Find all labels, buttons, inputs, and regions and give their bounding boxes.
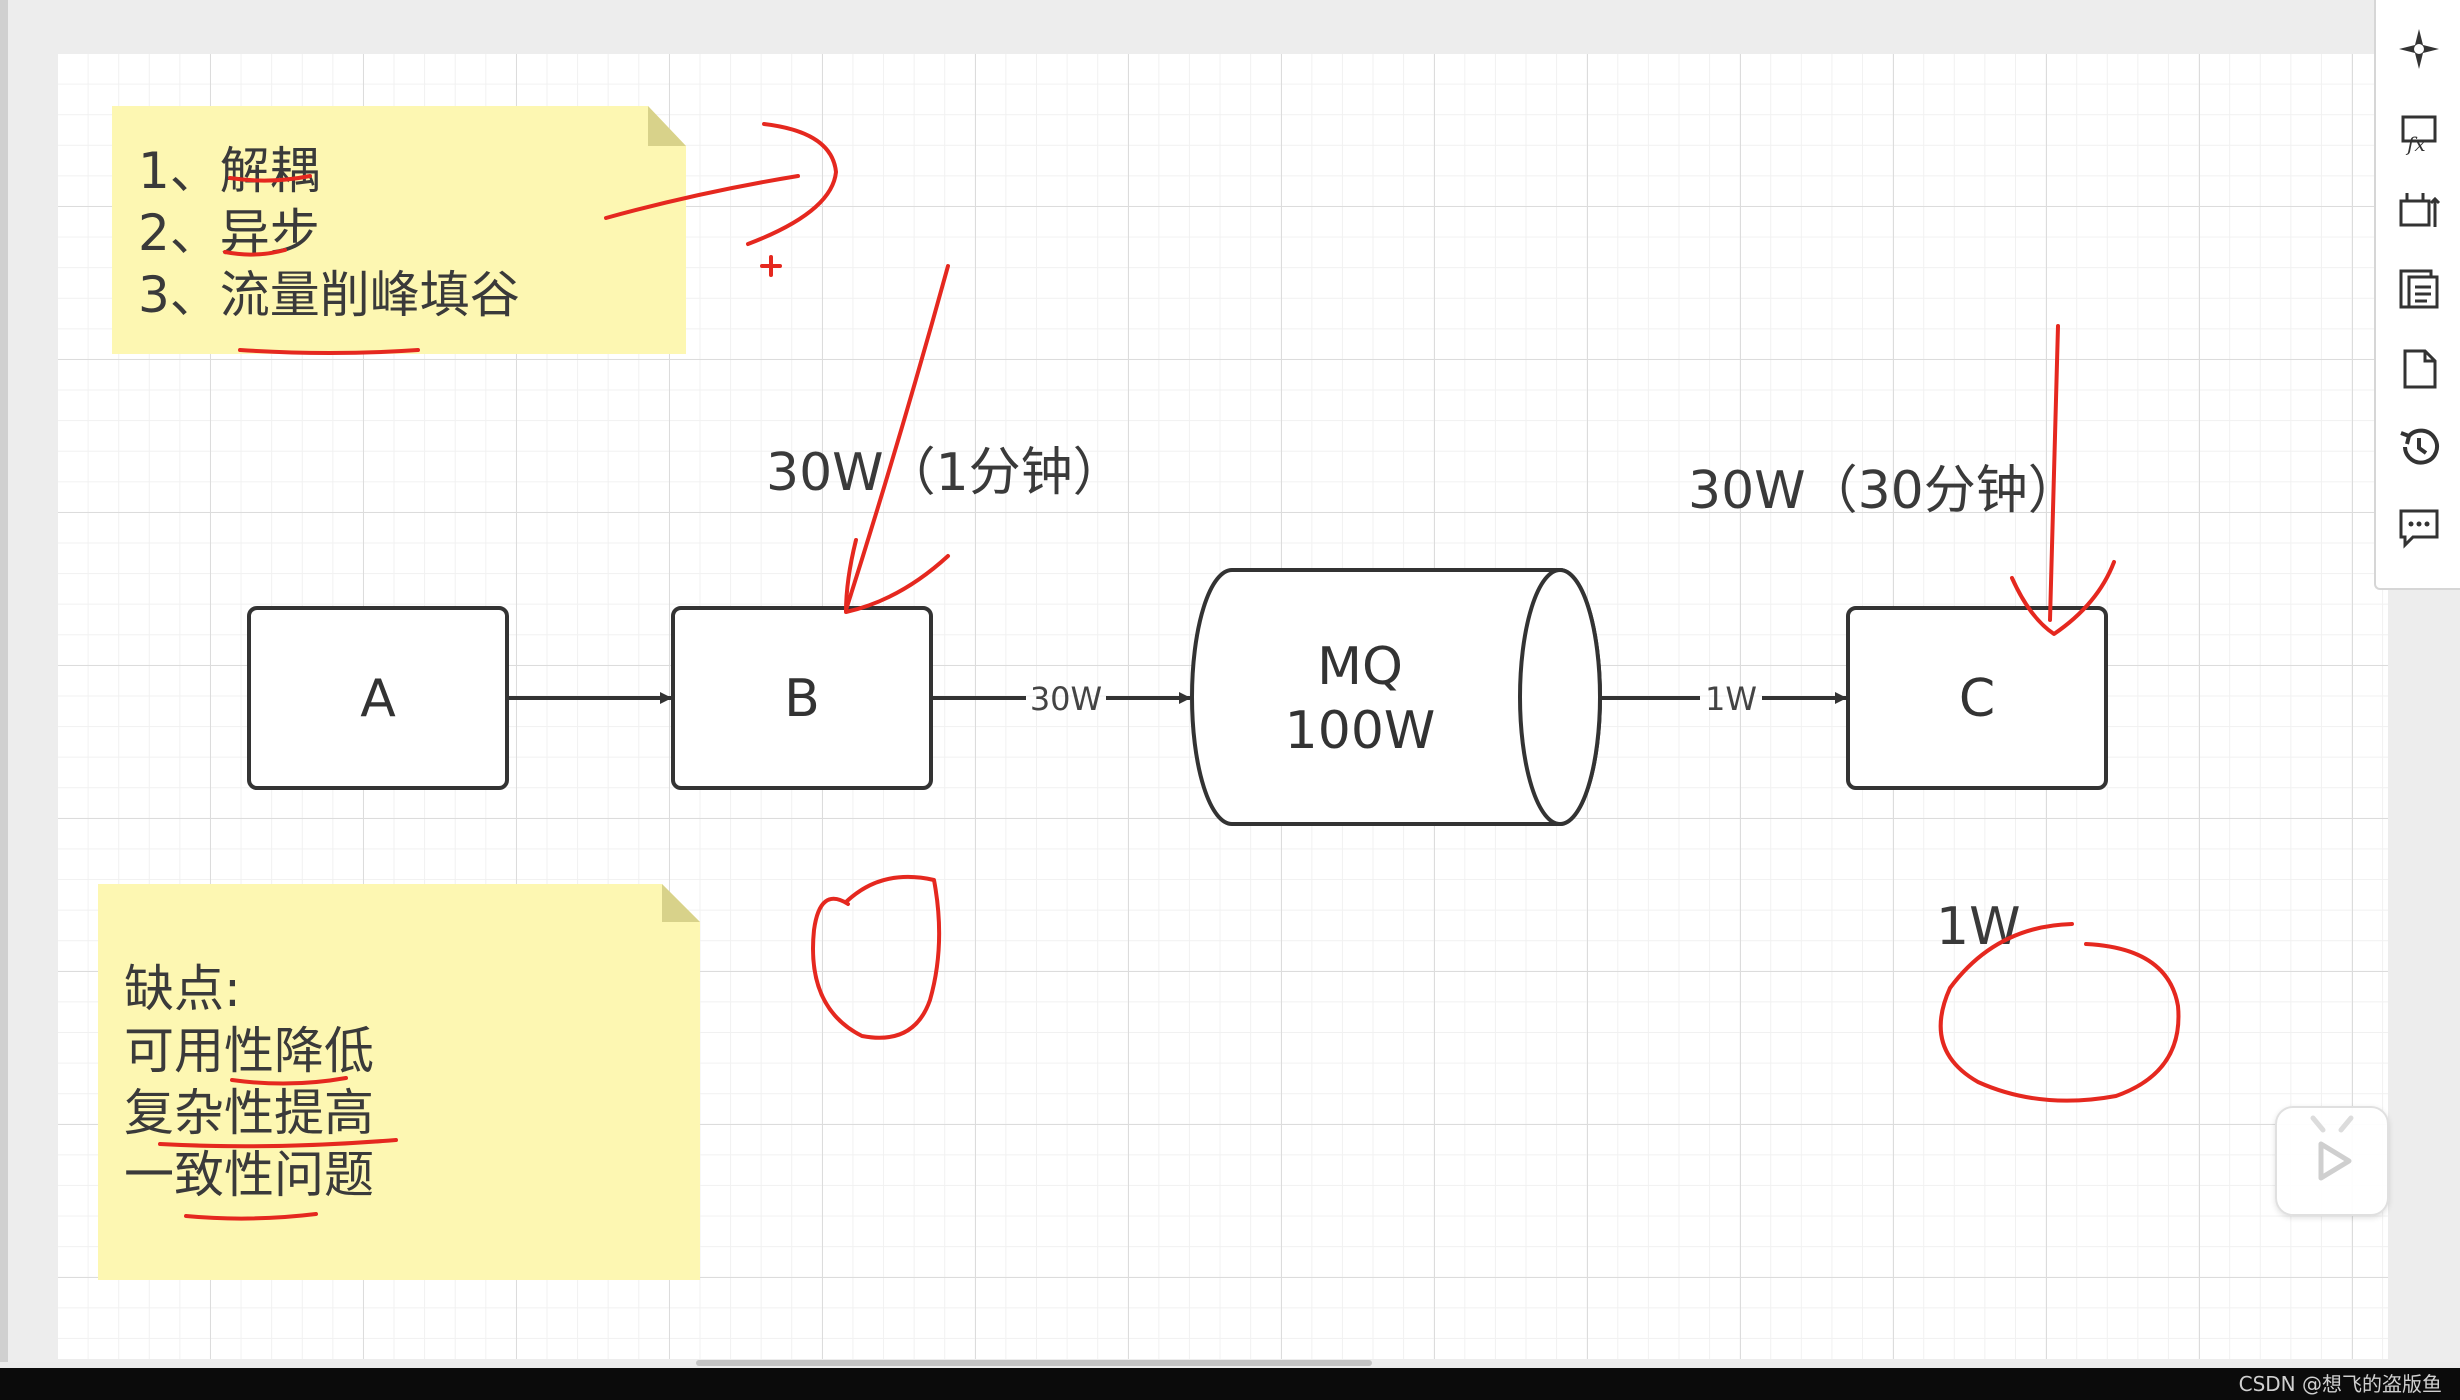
note-advantages-line: 3、流量削峰填谷 xyxy=(138,266,520,324)
note-disadvantages[interactable]: 缺点: 可用性降低 复杂性提高 一致性问题 xyxy=(98,884,700,1280)
pen-arrow-shaft xyxy=(844,264,950,612)
pen-arrow-head xyxy=(2010,560,2116,636)
pen-arrow-shaft xyxy=(604,174,800,220)
node-a[interactable]: A xyxy=(247,606,509,790)
pen-arrow-shaft xyxy=(2048,324,2060,622)
node-b-box xyxy=(671,606,933,790)
edge-mq-to-c-label: 1W xyxy=(1705,680,1757,718)
navigate-icon[interactable] xyxy=(2390,20,2448,78)
pen-annotations xyxy=(158,122,2181,1221)
note-disadvantages-line: 可用性降低 xyxy=(124,1022,374,1080)
pen-underline xyxy=(228,174,312,183)
note-disadvantages-line: 复杂性提高 xyxy=(124,1084,374,1142)
edge-b-to-mq[interactable]: 30W xyxy=(933,680,1191,718)
mq-cylinder-end xyxy=(1518,568,1602,826)
node-b[interactable]: B xyxy=(671,606,933,790)
pen-arrow-head xyxy=(746,122,838,246)
edge-mq-to-c[interactable]: 1W xyxy=(1602,680,1847,718)
svg-text:fx: fx xyxy=(2405,132,2426,155)
note-advantages[interactable]: 1、解耦 2、异步 3、流量削峰填谷 xyxy=(112,106,686,354)
node-b-label: B xyxy=(784,669,820,729)
node-c-label: C xyxy=(1959,669,1995,729)
c-capacity-label[interactable]: 1W xyxy=(1936,897,2021,957)
resize-icon[interactable] xyxy=(2390,182,2448,240)
history-icon[interactable] xyxy=(2390,418,2448,476)
play-button[interactable] xyxy=(2275,1106,2389,1216)
note-advantages-body xyxy=(112,106,686,354)
pen-underline xyxy=(184,1212,318,1221)
pen-underline xyxy=(230,1076,348,1086)
horizontal-scrollbar[interactable] xyxy=(696,1360,1372,1366)
play-icon xyxy=(2310,1115,2354,1181)
pen-underline xyxy=(158,1138,398,1149)
watermark: CSDN @想飞的盗版鱼 xyxy=(2238,1372,2442,1396)
pen-circle xyxy=(811,874,942,1040)
b-throughput-label[interactable]: 30W（1分钟） xyxy=(766,443,1125,503)
node-c[interactable]: C xyxy=(1846,606,2108,790)
pen-circle xyxy=(1938,922,2181,1103)
note-disadvantages-line: 缺点: xyxy=(124,960,241,1018)
note-advantages-line: 1、解耦 xyxy=(138,142,320,200)
right-toolbar: fx xyxy=(2374,0,2460,590)
pen-plus-mark xyxy=(760,255,782,277)
node-a-label: A xyxy=(360,669,396,729)
node-a-box xyxy=(247,606,509,790)
pen-underline xyxy=(223,248,287,257)
node-mq-capacity: 100W xyxy=(1285,701,1436,761)
diagram-layer: 1、解耦 2、异步 3、流量削峰填谷 缺点: 可用性降低 复杂性提高 一致性问题… xyxy=(98,106,2181,1280)
formula-icon[interactable]: fx xyxy=(2390,104,2448,162)
node-mq-label: MQ xyxy=(1317,637,1403,697)
pen-underline xyxy=(238,348,420,355)
c-throughput-label[interactable]: 30W（30分钟） xyxy=(1688,461,2080,521)
canvas-left-edge xyxy=(0,0,8,1362)
pages-icon[interactable] xyxy=(2390,260,2448,318)
node-mq[interactable]: MQ 100W xyxy=(1190,568,1602,826)
note-advantages-fold xyxy=(648,106,686,146)
canvas-area: 1、解耦 2、异步 3、流量削峰填谷 缺点: 可用性降低 复杂性提高 一致性问题… xyxy=(0,0,2388,1362)
bottom-bar xyxy=(0,1368,2460,1400)
note-disadvantages-line: 一致性问题 xyxy=(124,1146,374,1204)
page-icon[interactable] xyxy=(2390,340,2448,398)
node-c-box xyxy=(1846,606,2108,790)
note-disadvantages-fold xyxy=(662,884,700,922)
pen-arrow-head xyxy=(844,538,950,614)
note-disadvantages-body xyxy=(98,884,700,1280)
edge-b-to-mq-label: 30W xyxy=(1030,680,1102,718)
comment-icon[interactable] xyxy=(2390,498,2448,556)
